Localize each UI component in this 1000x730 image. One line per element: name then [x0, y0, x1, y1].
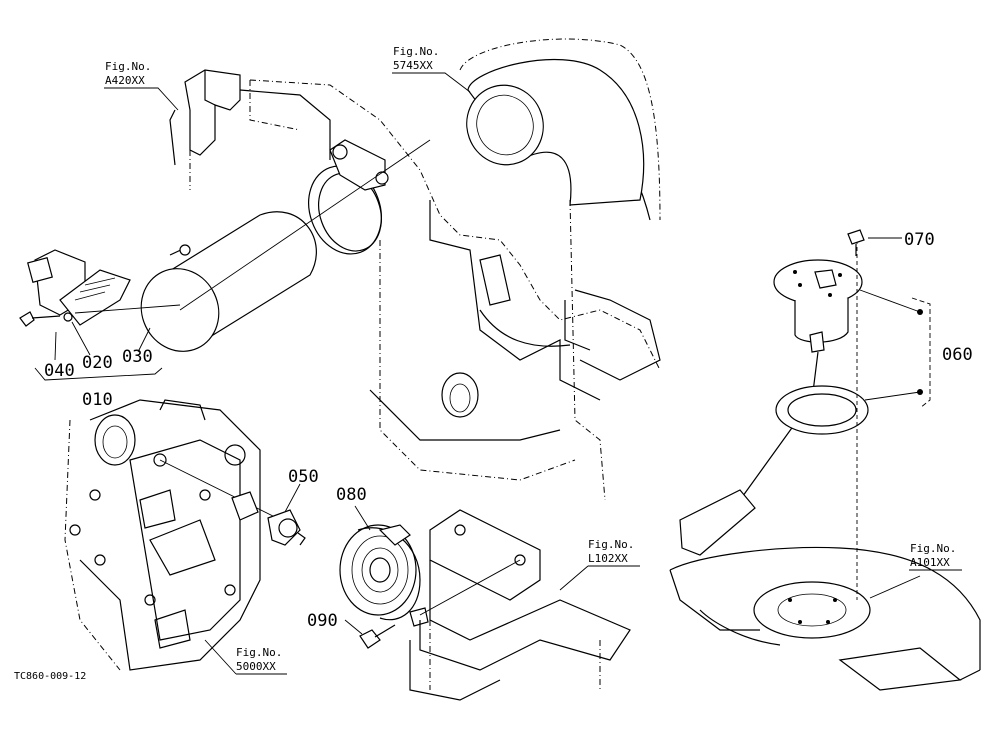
fuel-tank-top: [669, 546, 981, 691]
group-bracket-010: [34, 321, 163, 381]
part-label-080: 080: [336, 485, 367, 505]
part-label-040: 040: [44, 361, 75, 381]
figure-ref-a101xx: Fig.No. A101XX: [909, 542, 962, 571]
bolt-090: [344, 619, 396, 649]
figure-ref-a420xx: Fig.No. A420XX: [104, 60, 179, 111]
hose-clamp: [308, 139, 389, 255]
fig-ref: A101XX: [910, 556, 950, 569]
fig-label: Fig.No.: [588, 538, 634, 551]
fig-label: Fig.No.: [393, 45, 439, 58]
fig-ref: L102XX: [588, 552, 628, 565]
horn-080: [339, 505, 429, 627]
horn-bracket: [409, 509, 631, 701]
intake-hose: [466, 58, 645, 206]
part-label-020: 020: [82, 353, 113, 373]
bolt-040: [19, 311, 61, 327]
part-label-070: 070: [904, 230, 935, 250]
fuel-tank-outline: [249, 38, 661, 501]
engine-block: [64, 399, 286, 671]
part-label-010: 010: [82, 390, 113, 410]
fig-ref: 5745XX: [393, 59, 433, 72]
fig-label: Fig.No.: [236, 646, 282, 659]
fig-ref: 5000XX: [236, 660, 276, 673]
figure-ref-5745xx: Fig.No. 5745XX: [392, 45, 471, 93]
drawing-code: TC860-009-12: [14, 671, 86, 682]
figure-ref-l102xx: Fig.No. L102XX: [559, 538, 640, 591]
part-label-060: 060: [942, 345, 973, 365]
bolt-070: [847, 229, 902, 256]
fig-ref: A420XX: [105, 74, 145, 87]
part-label-030: 030: [122, 347, 153, 367]
switch-050: [231, 483, 306, 546]
part-label-090: 090: [307, 611, 338, 631]
fig-label: Fig.No.: [105, 60, 151, 73]
part-labels: 040 020 030 010 050 060 070 080 090: [44, 230, 973, 631]
part-label-050: 050: [288, 467, 319, 487]
sensor-020: [27, 249, 181, 326]
figure-ref-5000xx: Fig.No. 5000XX: [204, 639, 287, 675]
fuel-sender-060: [679, 240, 931, 600]
canister-030: [140, 139, 431, 352]
mount-bracket: [169, 69, 241, 190]
fig-label: Fig.No.: [910, 542, 956, 555]
